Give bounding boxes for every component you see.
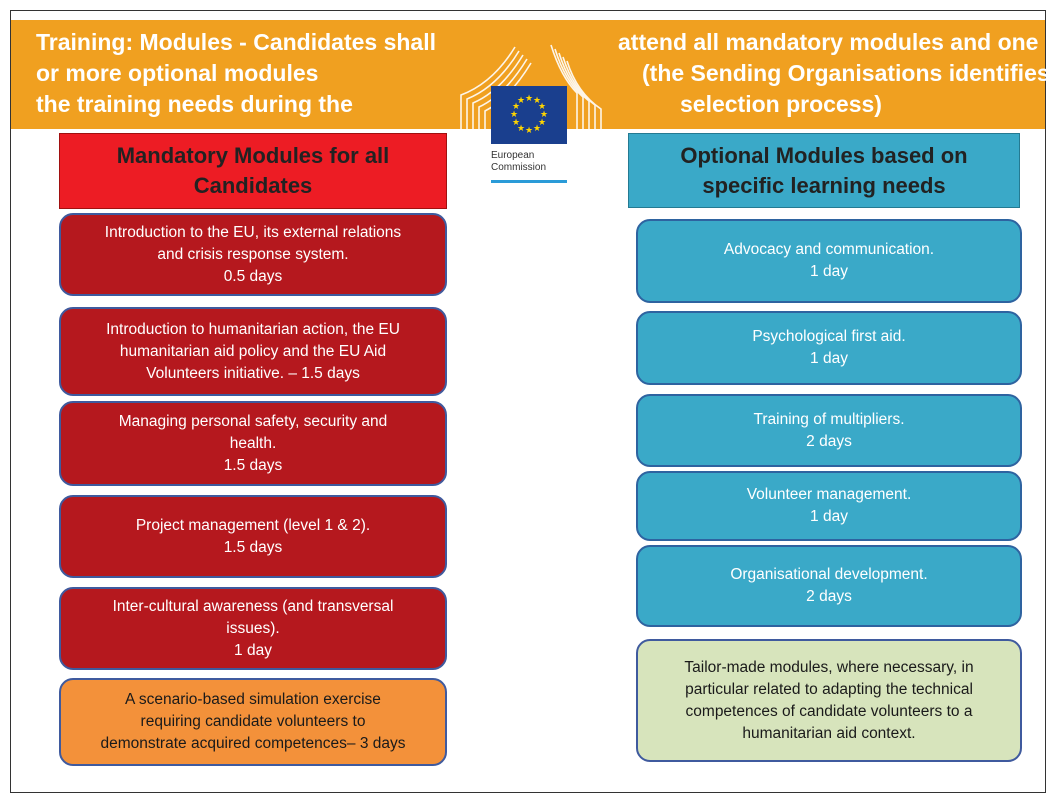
module-text: Managing personal safety, security and [118,412,388,430]
module-text: Project management (level 1 & 2). [135,516,371,534]
module-duration: 1 day [810,508,848,525]
optional-module-organisational-development: Organisational development. 2 days [636,545,1022,627]
module-text: issues). [226,619,280,637]
module-duration: 1.5 days [223,538,283,556]
mandatory-module-eu-intro: Introduction to the EU, its external rel… [59,213,447,296]
svg-text:★: ★ [517,124,525,134]
module-duration: 1 day [810,350,848,367]
module-duration: 1 day [234,641,272,659]
svg-text:★: ★ [517,96,525,106]
mandatory-module-simulation: A scenario-based simulation exercise req… [59,678,447,766]
mandatory-module-humanitarian-intro: Introduction to humanitarian action, the… [59,307,447,396]
module-duration: 1 day [810,263,848,280]
module-text: demonstrate acquired competences– 3 days [100,735,406,752]
module-text: health. [229,434,277,452]
logo-underline [491,180,567,183]
module-text: and crisis response system. [157,245,349,263]
svg-text:★: ★ [512,102,520,112]
title-line: attend all mandatory modules and one [618,29,1039,55]
module-text: humanitarian aid context. [742,724,916,742]
module-text: requiring candidate volunteers to [140,713,366,730]
svg-text:★: ★ [533,124,541,134]
module-text: Psychological first aid. [752,328,906,345]
logo-caption: European Commission [491,150,546,174]
svg-text:★: ★ [512,118,520,128]
optional-module-training-multipliers: Training of multipliers. 2 days [636,394,1022,467]
title-line: Training: Modules - Candidates shall [36,29,436,55]
module-duration: 1.5 days [223,456,283,474]
european-commission-logo: ★ ★ ★ ★ ★ ★ ★ ★ ★ ★ ★ ★ European Commiss… [449,20,609,183]
module-text: A scenario-based simulation exercise [125,691,381,708]
title-line: (the Sending Organisations identifies [642,60,1050,86]
svg-text:★: ★ [525,94,533,104]
module-duration: 2 days [806,432,852,450]
logo-caption-line: European [491,150,535,161]
slide-title-left: Training: Modules - Candidates shall or … [36,27,436,120]
svg-text:★: ★ [533,96,541,106]
optional-module-advocacy: Advocacy and communication. 1 day [636,219,1022,303]
mandatory-module-intercultural: Inter-cultural awareness (and transversa… [59,587,447,670]
eu-flag: ★ ★ ★ ★ ★ ★ ★ ★ ★ ★ ★ ★ [491,86,567,144]
module-text: Advocacy and communication. [723,241,935,258]
module-text: humanitarian aid policy and the EU Aid [119,342,387,360]
mandatory-modules-header: Mandatory Modules for all Candidates [59,133,447,209]
title-line: selection process) [680,91,882,117]
optional-module-tailor-made: Tailor-made modules, where necessary, in… [636,639,1022,762]
module-text: Tailor-made modules, where necessary, in [684,658,974,676]
svg-text:★: ★ [538,102,546,112]
optional-modules-header: Optional Modules based on specific learn… [628,133,1020,208]
logo-caption-line: Commission [491,162,547,173]
module-text: Training of multipliers. [753,410,905,428]
svg-text:★: ★ [540,110,548,120]
module-text: Inter-cultural awareness (and transversa… [112,597,394,615]
module-text: Introduction to humanitarian action, the… [106,320,400,338]
module-text: competences of candidate volunteers to a [685,702,973,720]
optional-module-volunteer-management: Volunteer management. 1 day [636,471,1022,541]
module-text: Introduction to the EU, its external rel… [104,223,402,241]
slide-title-right: attend all mandatory modules and one (th… [618,27,1050,120]
svg-text:★: ★ [538,118,546,128]
module-duration: 0.5 days [223,267,283,285]
optional-module-psychological-first-aid: Psychological first aid. 1 day [636,311,1022,385]
svg-text:★: ★ [525,126,533,136]
mandatory-module-safety: Managing personal safety, security and h… [59,401,447,486]
module-text: particular related to adapting the techn… [685,680,973,698]
svg-text:★: ★ [510,110,518,120]
module-text: Volunteer management. [746,486,912,503]
title-line: or more optional modules [36,60,319,86]
module-duration: 2 days [806,588,852,605]
eu-stars-icon: ★ ★ ★ ★ ★ ★ ★ ★ ★ ★ ★ ★ [510,94,548,136]
mandatory-module-project-management: Project management (level 1 & 2). 1.5 da… [59,495,447,578]
module-text: Volunteers initiative. – 1.5 days [146,364,360,382]
module-text: Organisational development. [730,566,928,583]
title-line: the training needs during the [36,91,353,117]
